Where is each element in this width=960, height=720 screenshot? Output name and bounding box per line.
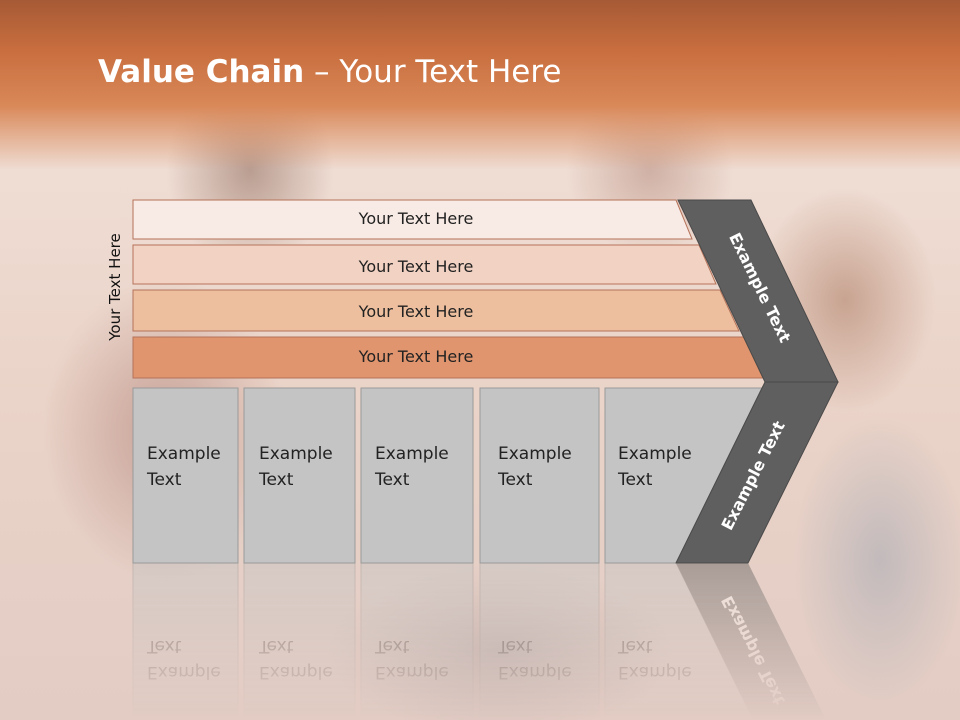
reflection-1-line2: Text: [146, 636, 182, 656]
column-5-line1: Example: [618, 444, 692, 464]
reflection-1-line1: Example: [147, 662, 221, 682]
row-bar-3: [132, 289, 740, 332]
reflection-4-line1: Example: [498, 662, 572, 682]
column-1-line2: Text: [146, 470, 182, 490]
reflection-5-line1: Example: [618, 662, 692, 682]
row-label-3: Your Text Here: [358, 302, 474, 321]
column-5-line2: Text: [617, 470, 653, 490]
row-label-2: Your Text Here: [358, 257, 474, 276]
column-box-1: [132, 387, 239, 564]
row-bar-2: [132, 244, 717, 285]
title-band: [0, 0, 960, 170]
row-bars: Your Text Here Your Text Here Your Text …: [132, 199, 764, 379]
reflection: Example Text Example Text Example Text E…: [132, 562, 827, 720]
title-rest: – Your Text Here: [304, 54, 562, 90]
column-3-line2: Text: [374, 470, 410, 490]
row-label-1: Your Text Here: [358, 209, 474, 228]
column-2-line1: Example: [259, 444, 333, 464]
page-title: Value Chain – Your Text Here: [98, 54, 561, 90]
reflection-2-line1: Example: [259, 662, 333, 682]
reflection-2-line2: Text: [258, 636, 294, 656]
column-2-line2: Text: [258, 470, 294, 490]
reflection-3-line1: Example: [375, 662, 449, 682]
reflection-5-line2: Text: [617, 636, 653, 656]
title-bold: Value Chain: [98, 54, 305, 90]
row-label-4: Your Text Here: [358, 347, 474, 366]
column-box-2: [243, 387, 356, 564]
column-box-3: [360, 387, 474, 564]
column-1-line1: Example: [147, 444, 221, 464]
reflection-3-line2: Text: [374, 636, 410, 656]
reflection-4-line2: Text: [497, 636, 533, 656]
column-boxes: Example Text Example Text Example Text E…: [132, 387, 763, 564]
column-box-4: [479, 387, 600, 564]
column-4-line2: Text: [497, 470, 533, 490]
chevron-arrow: Example Text Example Text: [675, 199, 839, 564]
column-3-line1: Example: [375, 444, 449, 464]
row-bar-1: [132, 199, 693, 240]
column-4-line1: Example: [498, 444, 572, 464]
